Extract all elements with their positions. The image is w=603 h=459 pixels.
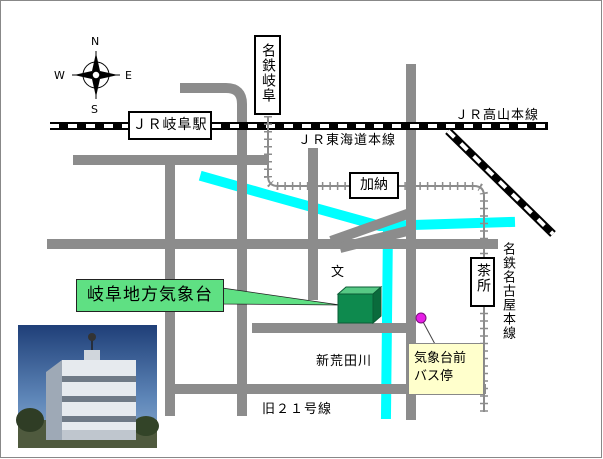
road-diagonal: [329, 208, 412, 246]
compass-s-label: S: [91, 103, 98, 116]
compass-w-label: W: [54, 69, 65, 82]
station-jr-gifu: ＪＲ岐阜駅: [128, 111, 212, 140]
station-meitetsu-gifu: 名鉄岐阜: [254, 35, 281, 115]
observatory-label: 岐阜地方気象台: [76, 279, 224, 312]
observatory-photo: [16, 325, 159, 448]
river: [198, 170, 516, 420]
line-label-tokaido: ＪＲ東海道本線: [298, 133, 397, 148]
line-label-takayama: ＪＲ高山本線: [455, 108, 540, 123]
river-label: 新荒田川: [316, 354, 373, 369]
bus-stop-label-line2: バス停: [414, 369, 454, 384]
compass-icon: [72, 51, 120, 99]
line-label-meitetsu-nagoya: 名鉄名古屋本線: [500, 242, 515, 340]
observatory-building-icon: [336, 285, 383, 325]
road-diagonal-lower: [338, 225, 413, 253]
road-curve-north: [180, 83, 247, 416]
school-symbol: 文: [331, 265, 345, 280]
station-kano: 加納: [349, 172, 399, 199]
bus-stop-marker: [415, 312, 427, 324]
station-chasho: 茶所: [470, 257, 495, 307]
bus-stop-label: 気象台前 バス停: [408, 343, 484, 395]
compass-n-label: N: [91, 35, 100, 48]
compass-e-label: E: [125, 69, 132, 82]
route21-label: 旧２１号線: [262, 402, 333, 417]
bus-stop-label-line1: 気象台前: [414, 351, 467, 366]
